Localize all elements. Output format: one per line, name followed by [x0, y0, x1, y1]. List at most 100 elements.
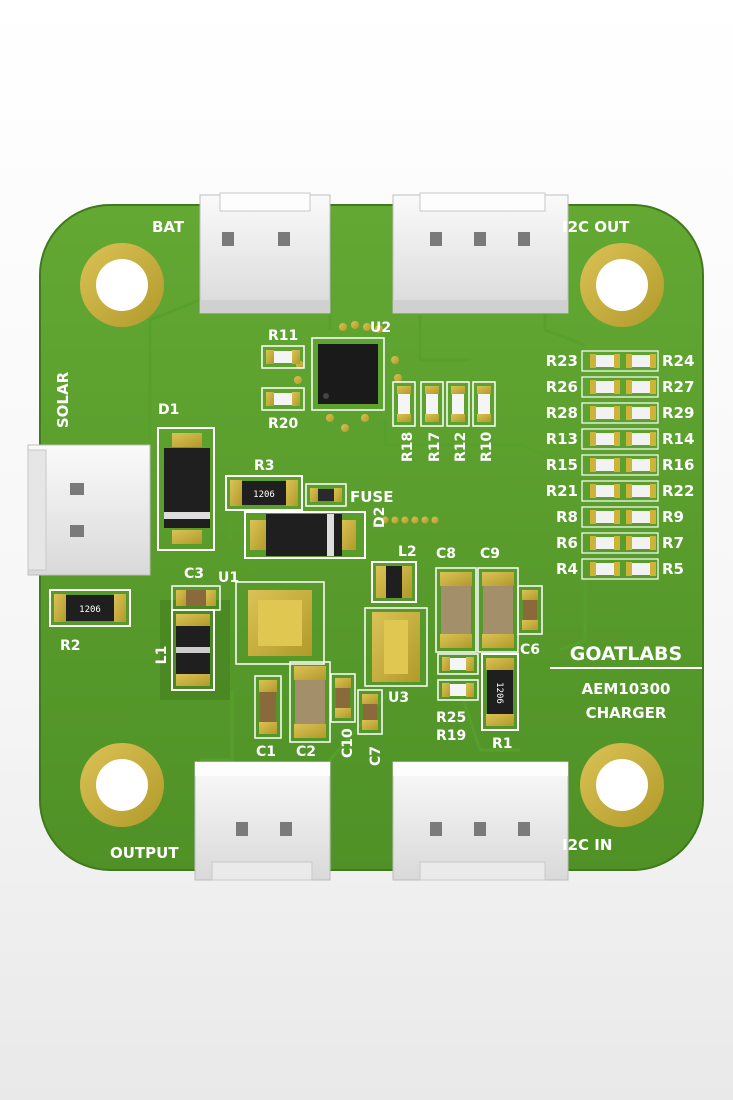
- output-connector: [194, 761, 331, 881]
- label-r17: R17: [427, 432, 443, 462]
- capacitor-c7: [357, 689, 383, 735]
- capacitor-c6: [517, 585, 543, 635]
- label-output: OUTPUT: [110, 844, 179, 862]
- label-r2: R2: [60, 638, 81, 654]
- resistor-array-right-label: R16: [662, 456, 694, 474]
- resistor-array-left-label: R28: [546, 404, 578, 422]
- label-i2c-out: I2C OUT: [562, 218, 630, 236]
- diode-d1: [157, 427, 215, 551]
- resistor-r11: [261, 345, 305, 369]
- solar-connector: [27, 444, 151, 576]
- capacitor-c9: [477, 567, 519, 653]
- label-c8: C8: [436, 546, 456, 562]
- inductor-l2: [371, 561, 417, 603]
- resistor-array-left-label: R23: [546, 352, 578, 370]
- mounting-hole-top-right: [580, 243, 664, 327]
- resistor-array-row: R13 R14: [546, 428, 694, 450]
- resistor-array-row: R26 R27: [546, 376, 694, 398]
- diode-d2: [244, 511, 366, 559]
- capacitor-c10: [330, 673, 356, 723]
- label-u3: U3: [388, 690, 409, 706]
- brand-name: GOATLABS: [570, 643, 682, 665]
- label-solar: SOLAR: [54, 371, 72, 428]
- resistor-array-left-label: R8: [556, 508, 578, 526]
- mounting-hole-bottom-left: [80, 743, 164, 827]
- label-r19: R19: [436, 728, 466, 744]
- resistor-array-right-label: R7: [662, 534, 684, 552]
- resistor-array-right-label: R5: [662, 560, 684, 578]
- resistor-r1: 1206: [481, 653, 519, 731]
- capacitor-c1: [254, 675, 282, 739]
- label-r12: R12: [453, 432, 469, 462]
- resistor-array-right-label: R27: [662, 378, 694, 396]
- label-fuse: FUSE: [350, 488, 393, 506]
- bat-connector: [199, 192, 331, 314]
- resistor-array-row: R4 R5: [556, 558, 684, 580]
- label-u2: U2: [370, 320, 391, 336]
- brand-block: GOATLABS AEM10300 CHARGER: [550, 643, 702, 722]
- label-u1: U1: [218, 570, 239, 586]
- resistor-array-row: R6 R7: [556, 532, 684, 554]
- r1-marking: 1206: [494, 682, 504, 704]
- label-c9: C9: [480, 546, 500, 562]
- label-r1: R1: [492, 736, 513, 752]
- label-c1: C1: [256, 744, 276, 760]
- label-c6: C6: [520, 642, 540, 658]
- r3-marking: 1206: [253, 490, 275, 500]
- label-c7: C7: [368, 746, 384, 766]
- capacitor-c2: [289, 661, 331, 743]
- product-line2: CHARGER: [586, 704, 667, 722]
- resistor-array-right-label: R24: [662, 352, 694, 370]
- label-r3: R3: [254, 458, 275, 474]
- label-d1: D1: [158, 402, 179, 418]
- capacitor-c8: [435, 567, 477, 653]
- resistor-array-right-label: R9: [662, 508, 684, 526]
- vertical-resistors: [392, 381, 496, 427]
- label-l1: L1: [154, 646, 170, 665]
- resistor-array-left-label: R4: [556, 560, 578, 578]
- label-c10: C10: [340, 728, 356, 758]
- resistor-array-row: R15 R16: [546, 454, 694, 476]
- inductor-l1: [160, 600, 230, 700]
- resistor-r3: 1206: [225, 475, 303, 511]
- resistor-r19: [437, 679, 479, 701]
- resistor-array-left-label: R21: [546, 482, 578, 500]
- fuse: [305, 483, 347, 507]
- label-c2: C2: [296, 744, 316, 760]
- resistor-array-row: R8 R9: [556, 506, 684, 528]
- resistor-array-left-label: R26: [546, 378, 578, 396]
- resistor-array-row: R28 R29: [546, 402, 694, 424]
- resistor-array-left-label: R6: [556, 534, 578, 552]
- via-row: [381, 516, 439, 524]
- mounting-hole-top-left: [80, 243, 164, 327]
- resistor-array-right-label: R22: [662, 482, 694, 500]
- label-d2: D2: [372, 507, 388, 528]
- label-r10: R10: [479, 431, 495, 462]
- label-r20: R20: [268, 416, 299, 432]
- resistor-array-right-label: R29: [662, 404, 694, 422]
- ic-u1: [235, 581, 325, 665]
- label-c3: C3: [184, 566, 204, 582]
- label-l2: L2: [398, 544, 417, 560]
- ic-u2: [294, 321, 402, 432]
- resistor-array-left-label: R15: [546, 456, 578, 474]
- resistor-r2: 1206: [49, 589, 131, 627]
- label-r25: R25: [436, 710, 466, 726]
- product-line1: AEM10300: [582, 680, 671, 698]
- i2c-out-connector: [392, 192, 569, 314]
- label-bat: BAT: [152, 218, 185, 236]
- resistor-r20: [261, 387, 305, 411]
- resistor-array-row: R23 R24: [546, 350, 694, 372]
- r2-marking: 1206: [79, 605, 101, 615]
- label-r18: R18: [400, 432, 416, 462]
- label-r11: R11: [268, 328, 298, 344]
- resistor-array-row: R21 R22: [546, 480, 694, 502]
- resistor-array-right-label: R14: [662, 430, 694, 448]
- resistor-r25: [437, 653, 479, 675]
- mounting-hole-bottom-right: [580, 743, 664, 827]
- ic-u3: [364, 607, 428, 687]
- label-i2c-in: I2C IN: [562, 836, 612, 854]
- resistor-array-left-label: R13: [546, 430, 578, 448]
